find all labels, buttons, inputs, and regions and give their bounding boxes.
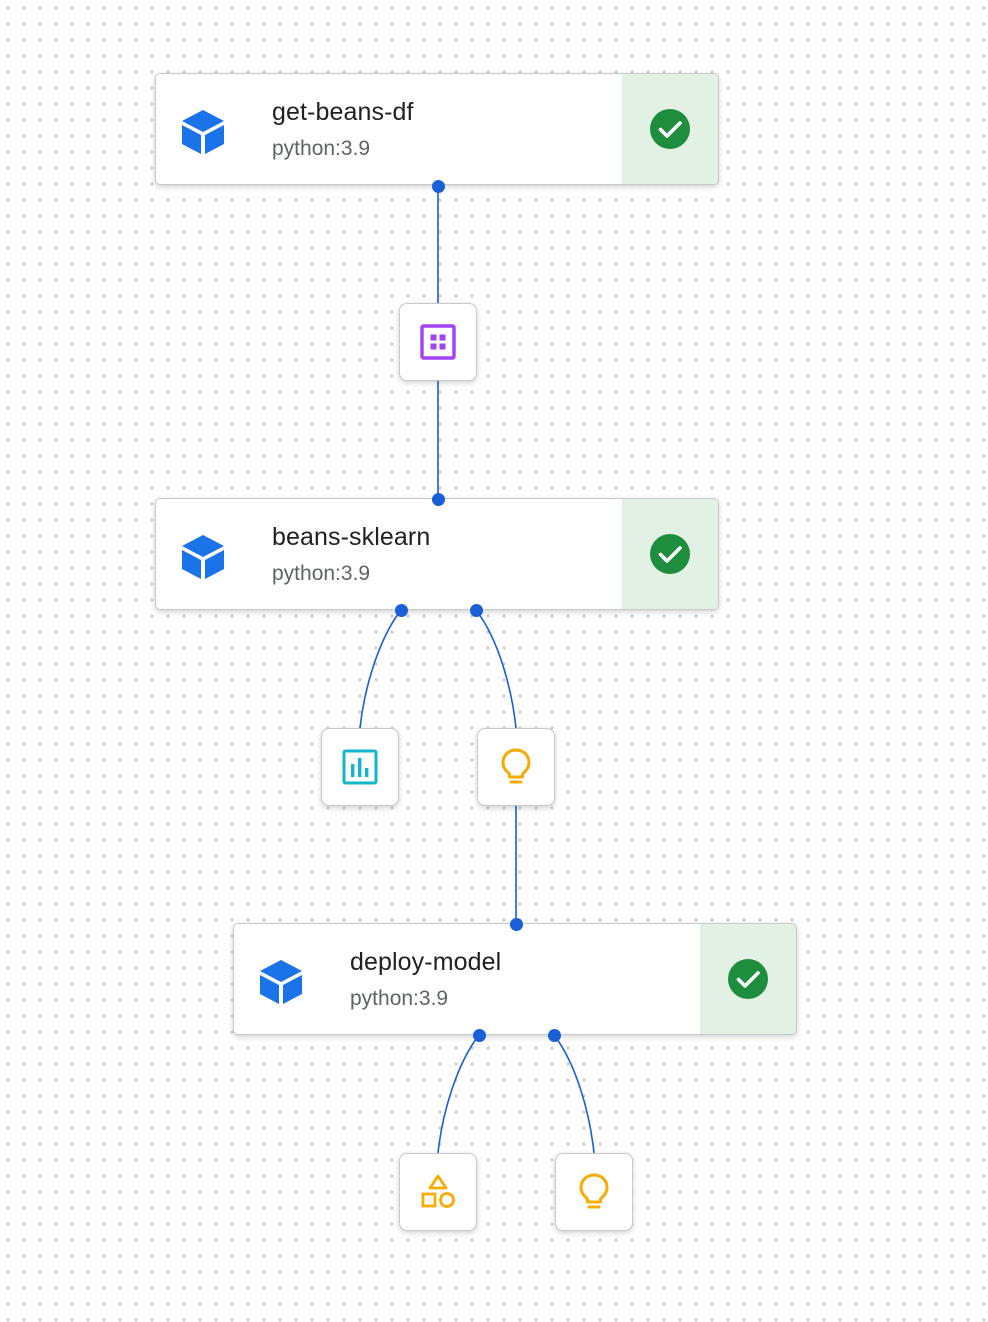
- artifact-node-metrics[interactable]: [321, 728, 399, 806]
- edge-beans-sklearn-to-model: [475, 609, 517, 729]
- status-panel: [622, 74, 718, 184]
- lightbulb-icon: [579, 1173, 609, 1209]
- task-name: deploy-model: [350, 948, 502, 976]
- check-circle-icon: [650, 109, 690, 149]
- edge-beans-sklearn-to-metrics: [359, 609, 402, 729]
- task-image: python:3.9: [272, 137, 371, 160]
- task-node-beans-sklearn[interactable]: beans-sklearn python:3.9: [155, 498, 719, 610]
- table-grid-icon: [420, 324, 456, 360]
- bar-chart-icon: [342, 749, 378, 785]
- task-name: beans-sklearn: [272, 523, 431, 551]
- status-panel: [622, 499, 718, 609]
- output-port[interactable]: [469, 603, 483, 617]
- edge-deploy-model-to-model: [553, 1034, 595, 1154]
- task-node-deploy-model[interactable]: deploy-model python:3.9: [233, 923, 797, 1035]
- cube-icon: [182, 535, 224, 579]
- output-port[interactable]: [431, 179, 445, 193]
- task-image: python:3.9: [350, 987, 449, 1010]
- artifact-node-endpoint[interactable]: [399, 1153, 477, 1231]
- task-name: get-beans-df: [272, 98, 414, 126]
- input-port[interactable]: [509, 917, 523, 931]
- check-circle-icon: [728, 959, 768, 999]
- input-port[interactable]: [431, 492, 445, 506]
- check-circle-icon: [650, 534, 690, 574]
- artifact-node-model-deployed[interactable]: [555, 1153, 633, 1231]
- task-image: python:3.9: [272, 562, 371, 585]
- edge-deploy-model-to-endpoint: [437, 1034, 480, 1154]
- status-panel: [700, 924, 796, 1034]
- output-port[interactable]: [547, 1028, 561, 1042]
- shapes-icon: [421, 1174, 455, 1208]
- lightbulb-icon: [501, 748, 531, 784]
- output-port[interactable]: [472, 1028, 486, 1042]
- output-port[interactable]: [394, 603, 408, 617]
- cube-icon: [182, 110, 224, 154]
- artifact-node-model[interactable]: [477, 728, 555, 806]
- task-node-get-beans-df[interactable]: get-beans-df python:3.9: [155, 73, 719, 185]
- cube-icon: [260, 960, 302, 1004]
- artifact-node-dataset[interactable]: [399, 303, 477, 381]
